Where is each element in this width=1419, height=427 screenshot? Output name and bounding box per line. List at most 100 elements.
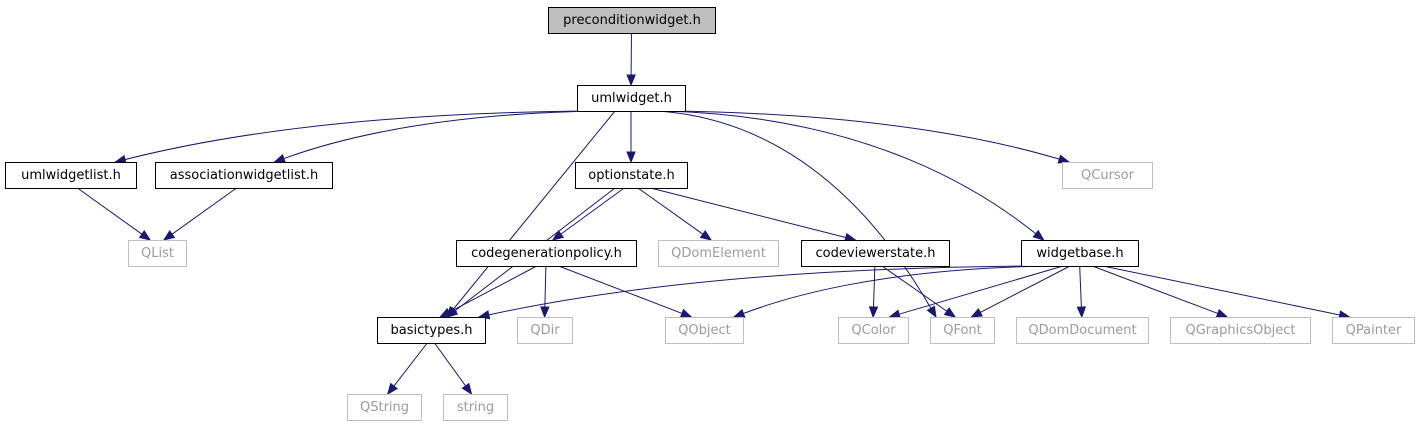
edges-layer	[77, 32, 1351, 396]
edge-widgetbase-to-QGraphicsObject	[1092, 265, 1229, 318]
node-label: codegenerationpolicy.h	[471, 246, 622, 261]
node-box	[930, 317, 995, 344]
node-codeviewerstate[interactable]: codeviewerstate.h	[801, 240, 950, 267]
edge-line	[434, 342, 467, 387]
node-box	[1170, 317, 1311, 344]
edge-line	[558, 265, 683, 314]
node-label: QDir	[530, 323, 560, 338]
edge-line	[283, 110, 601, 160]
edge-umlwidget-to-associationwidgetlist	[273, 110, 601, 163]
node-label: QGraphicsObject	[1186, 323, 1296, 338]
node-box	[658, 240, 779, 267]
node-label: codeviewerstate.h	[816, 246, 936, 261]
edge-basictypes-to-QString	[386, 342, 428, 396]
edge-umlwidgetlist-to-QList	[77, 187, 152, 241]
node-label: widgetbase.h	[1036, 246, 1123, 261]
edge-optionstate-to-codegenerationpolicy	[551, 187, 625, 241]
node-codegenerationpolicy[interactable]: codegenerationpolicy.h	[456, 240, 637, 267]
edge-umlwidget-to-QCursor	[669, 110, 1071, 164]
edge-line	[637, 187, 704, 235]
node-box	[128, 240, 187, 267]
arrowhead	[1215, 308, 1229, 318]
arrowhead	[943, 307, 957, 318]
edge-basictypes-to-string	[434, 342, 473, 396]
arrowhead	[1032, 229, 1045, 241]
node-basictypes[interactable]: basictypes.h	[377, 317, 486, 344]
arrowhead	[926, 305, 937, 319]
edge-codegenerationpolicy-to-basictypes	[439, 265, 538, 318]
node-QObject: QObject	[665, 317, 744, 344]
node-QDomDocument: QDomDocument	[1016, 317, 1149, 344]
node-QCursor: QCursor	[1062, 162, 1153, 189]
node-label: QDomDocument	[1028, 323, 1136, 338]
nodes-layer: preconditionwidget.h umlwidget.h umlwidget…	[5, 7, 1415, 421]
node-associationwidgetlist[interactable]: associationwidgetlist.h	[155, 162, 333, 189]
node-box	[1021, 240, 1139, 267]
node-box	[443, 394, 508, 421]
node-label: QPainter	[1346, 323, 1402, 338]
edge-umlwidget-to-umlwidgetlist	[114, 110, 587, 165]
arrowhead	[551, 229, 565, 241]
node-preconditionwidget[interactable]: preconditionwidget.h	[548, 7, 716, 34]
node-label: string	[457, 400, 494, 415]
node-umlwidget[interactable]: umlwidget.h	[577, 85, 686, 112]
edge-codegenerationpolicy-to-QDir	[540, 265, 550, 319]
edge-line	[560, 187, 625, 235]
edge-line	[124, 110, 587, 161]
node-optionstate[interactable]: optionstate.h	[575, 162, 688, 189]
edge-line	[980, 265, 1071, 313]
arrowhead	[273, 153, 286, 163]
node-QFont: QFont	[930, 317, 995, 344]
arrowhead	[1057, 154, 1071, 164]
node-box	[347, 394, 422, 421]
edge-line	[452, 110, 616, 310]
edge-widgetbase-to-QFont	[970, 265, 1071, 318]
node-string: string	[443, 394, 508, 421]
node-box	[1062, 162, 1153, 189]
node-label: QFont	[943, 323, 982, 338]
edge-line	[666, 110, 1037, 235]
node-label: optionstate.h	[588, 168, 674, 183]
arrowhead	[1076, 306, 1087, 319]
arrowhead	[439, 307, 452, 318]
node-umlwidgetlist[interactable]: umlwidgetlist.h	[5, 162, 137, 189]
node-label: associationwidgetlist.h	[170, 168, 318, 183]
arrowhead	[386, 382, 398, 396]
edge-line	[1102, 265, 1340, 316]
edge-widgetbase-to-QColor	[888, 265, 1064, 319]
edge-line	[544, 265, 547, 308]
arrowhead	[732, 308, 746, 318]
edge-line	[1092, 265, 1218, 314]
node-label: QString	[360, 400, 409, 415]
node-box	[665, 317, 744, 344]
edge-line	[743, 265, 1050, 314]
node-label: umlwidgetlist.h	[21, 168, 121, 183]
node-widgetbase[interactable]: widgetbase.h	[1021, 240, 1139, 267]
node-label: QList	[141, 246, 174, 261]
edge-line	[393, 342, 428, 387]
arrowhead	[540, 306, 550, 319]
node-QDir: QDir	[517, 317, 573, 344]
arrowhead	[626, 74, 636, 87]
edge-umlwidget-to-optionstate	[626, 111, 636, 164]
edge-codeviewerstate-to-QColor	[868, 265, 879, 319]
arrowhead	[162, 230, 176, 241]
arrowhead	[461, 382, 473, 396]
node-label: QDomElement	[671, 246, 766, 261]
arrowhead	[970, 307, 983, 318]
node-QGraphicsObject: QGraphicsObject	[1170, 317, 1311, 344]
node-QPainter: QPainter	[1332, 317, 1415, 344]
edge-widgetbase-to-QObject	[732, 265, 1050, 318]
arrowhead	[699, 230, 713, 241]
node-QList: QList	[128, 240, 187, 267]
arrowhead	[868, 306, 879, 319]
edge-line	[650, 187, 846, 239]
edge-optionstate-to-codeviewerstate	[650, 187, 857, 243]
node-box	[377, 317, 486, 344]
edge-associationwidgetlist-to-QList	[162, 187, 237, 241]
edge-umlwidget-to-QFont	[657, 110, 937, 319]
edge-line	[488, 265, 1028, 316]
arrowhead	[888, 309, 901, 319]
node-label: QObject	[678, 323, 731, 338]
node-label: QColor	[851, 323, 896, 338]
